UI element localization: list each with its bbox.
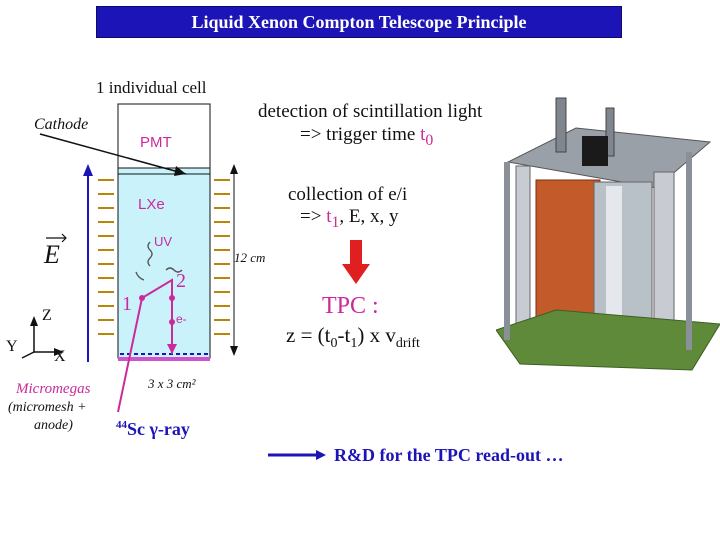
interaction-label-1: 1 — [122, 293, 132, 315]
collection-line-1: collection of e/i — [288, 184, 408, 205]
vessel-left-wall — [515, 165, 531, 335]
detection-line-1: detection of scintillation light — [258, 101, 483, 122]
micromegas-title: Micromegas — [16, 381, 91, 397]
collection-line-2-suffix: , E, x, y — [339, 206, 399, 227]
t0-subscript: 0 — [425, 131, 434, 149]
uv-photon-right — [165, 267, 183, 273]
axis-x-label: X — [54, 348, 66, 365]
gamma-track — [117, 278, 173, 413]
uv-photon-mid — [135, 271, 145, 281]
cathode-pointer-head — [174, 166, 186, 176]
rod-left — [504, 162, 510, 340]
tpc-formula: z = (t0-t1) x vdrift — [286, 323, 420, 352]
isotope-element: Sc — [127, 419, 150, 439]
red-arrow-head — [342, 264, 370, 284]
detector-cutaway-illustration — [496, 97, 720, 371]
cell-caption: 1 individual cell — [96, 78, 207, 97]
height-label: 12 cm — [234, 250, 266, 265]
tpc-formula-sub1: 1 — [350, 336, 358, 352]
vessel-right-wall — [653, 171, 675, 339]
micromegas-sub2: anode) — [34, 418, 73, 433]
tpc-label: TPC : — [322, 293, 379, 319]
electron-dot — [169, 319, 175, 325]
cathode-label: Cathode — [34, 116, 89, 133]
lxe-label: LXe — [138, 196, 165, 213]
tpc-formula-c: ) x v — [357, 323, 396, 347]
e-vector-head — [61, 233, 67, 243]
detection-line-2-prefix: => trigger time — [300, 124, 421, 145]
support-rods-top-right — [605, 107, 615, 157]
inner-cylinder-highlight — [606, 186, 622, 326]
uv-label: UV — [154, 234, 173, 249]
rod-right — [686, 152, 692, 350]
title-bar: Liquid Xenon Compton Telescope Principle — [96, 6, 622, 38]
t1-subscript: 1 — [331, 213, 340, 231]
electron-drift-head — [167, 344, 177, 354]
tpc-formula-b: -t — [337, 323, 351, 347]
interaction-point-1 — [139, 295, 145, 301]
electron-label: e- — [176, 312, 187, 326]
anode-plane — [118, 357, 210, 361]
cell-size-label: 3 x 3 cm² — [148, 376, 196, 391]
field-rings-right — [214, 179, 230, 335]
e-field-label: E — [44, 240, 60, 269]
source-label: 44Sc γ-ray — [116, 419, 190, 440]
rd-arrow-head — [316, 450, 326, 460]
axis-x-head — [54, 348, 64, 356]
page-title: Liquid Xenon Compton Telescope Principle — [191, 11, 527, 32]
interaction-point-2 — [169, 295, 175, 301]
rd-label: R&D for the TPC read-out … — [334, 445, 564, 465]
detection-line-2: => trigger time t0 — [300, 124, 433, 150]
axis-y-label: Y — [6, 338, 18, 355]
isotope-mass: 44 — [116, 419, 127, 431]
axis-z-head — [30, 316, 38, 326]
axis-y-line — [21, 351, 35, 359]
gamma-ray-text: γ-ray — [149, 419, 190, 439]
field-rings-left — [98, 179, 114, 335]
tpc-formula-sub0: 0 — [330, 336, 338, 352]
interaction-label-2: 2 — [176, 270, 186, 292]
pmt-box — [117, 103, 211, 169]
base-plate — [496, 309, 720, 371]
inner-cylinder — [593, 181, 653, 333]
t1-symbol: t — [326, 206, 332, 227]
height-arrow-top — [230, 164, 238, 174]
support-rods-top — [555, 97, 567, 153]
micromegas-sub1: (micromesh + — [8, 400, 87, 415]
axis-z-label: Z — [42, 307, 52, 324]
cathode-pointer — [39, 133, 187, 175]
uv-photon-left — [147, 241, 153, 267]
pmt-label: PMT — [140, 134, 172, 151]
t0-symbol: t — [420, 124, 426, 145]
pmt-housing — [582, 136, 608, 166]
red-arrow-shaft — [350, 240, 362, 266]
field-cage — [535, 179, 601, 331]
height-arrow-bottom — [230, 346, 238, 356]
drift-field-arrow-head — [83, 164, 93, 176]
collection-line-2-prefix: => — [300, 206, 327, 227]
tpc-formula-sub-drift: drift — [395, 336, 420, 352]
collection-line-2: => t1, E, x, y — [300, 206, 399, 232]
tpc-formula-a: z = (t — [286, 323, 331, 347]
